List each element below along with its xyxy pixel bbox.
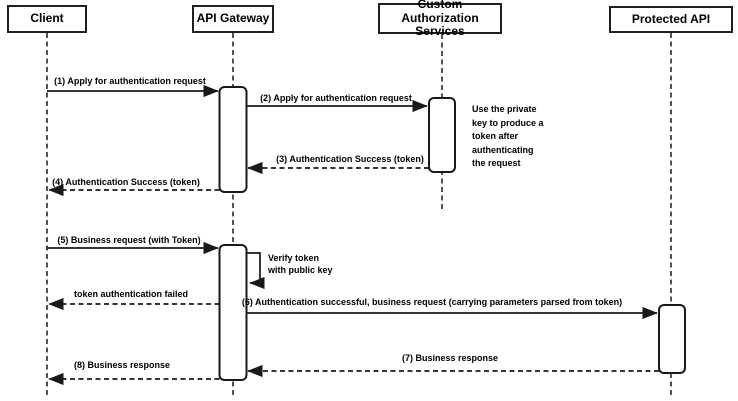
activation-api-gateway-auth bbox=[218, 86, 248, 193]
actor-custom-authorization-services: Custom Authorization Services bbox=[378, 0, 502, 38]
actor-client: Client bbox=[7, 5, 87, 33]
actor-protected-api-label: Protected API bbox=[631, 11, 711, 26]
self-message-label: Verify token with public key bbox=[268, 253, 333, 275]
message-1-label: (1) Apply for authentication request bbox=[54, 76, 206, 86]
message-3-label: (3) Authentication Success (token) bbox=[276, 154, 424, 164]
actor-api-gateway: API Gateway bbox=[192, 5, 274, 33]
activation-api-gateway-business bbox=[218, 244, 248, 381]
activation-protected-api bbox=[658, 304, 686, 374]
activation-custom-authorization-services bbox=[428, 97, 456, 173]
self-message-arrow bbox=[246, 252, 265, 290]
message-4-label: (4) Authentication Success (token) bbox=[52, 177, 200, 187]
message-8-label: (8) Business response bbox=[73, 360, 171, 370]
actor-custom-authorization-services-label: Custom Authorization Services bbox=[401, 0, 479, 39]
private-key-note: Use the private key to produce a token a… bbox=[472, 104, 544, 168]
message-2-label: (2) Apply for authentication request bbox=[260, 93, 412, 103]
actor-api-gateway-label: API Gateway bbox=[196, 11, 270, 26]
token-failed-label: token authentication failed bbox=[73, 289, 189, 299]
message-6-label: (6) Authentication successful, business … bbox=[241, 297, 623, 307]
actor-client-label: Client bbox=[30, 11, 64, 26]
message-5-label: (5) Business request (with Token) bbox=[57, 235, 201, 245]
message-7-label: (7) Business response bbox=[401, 353, 499, 363]
actor-protected-api: Protected API bbox=[609, 6, 733, 33]
